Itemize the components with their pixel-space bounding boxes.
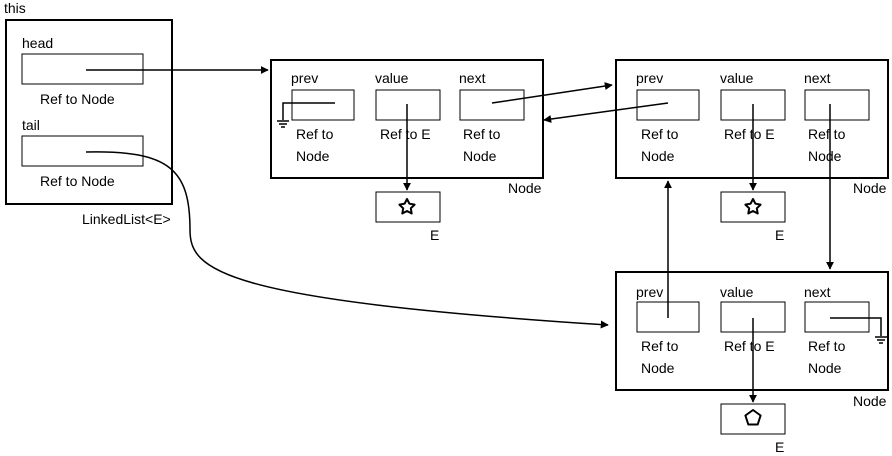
tail-label: tail	[22, 117, 40, 133]
node-3-next-label: next	[804, 284, 831, 300]
node-2-prev-ref-line1: Ref to	[641, 126, 679, 142]
node-2-next-ref-line1: Ref to	[808, 126, 846, 142]
node-2-prev-label: prev	[636, 70, 663, 86]
node-3-element-type: E	[775, 439, 784, 455]
node-3-value-label: value	[720, 284, 754, 300]
tail-field	[21, 135, 144, 167]
node-3-prev-ref-line1: Ref to	[641, 338, 679, 354]
linkedlist-type-label: LinkedList<E>	[82, 211, 171, 227]
node-3-next-ref-line1: Ref to	[808, 338, 846, 354]
node-3-next-ref-line2: Node	[808, 360, 842, 376]
node-1-prev-field	[291, 89, 355, 121]
node-1-value-field	[375, 89, 441, 121]
tail-ref-label: Ref to Node	[40, 173, 115, 189]
node1-prev-null-line	[282, 102, 335, 120]
node-2-next-label: next	[804, 70, 831, 86]
node-3-prev-ref-line2: Node	[641, 360, 675, 376]
node-2-prev-ref-line2: Node	[641, 148, 675, 164]
node-1-prev-ref-line2: Node	[296, 148, 330, 164]
node-2-prev-field	[636, 89, 700, 121]
node-3-type-label: Node	[853, 393, 887, 409]
node-3-value-ref: Ref to E	[724, 338, 775, 354]
tail-to-node3-arrow	[85, 151, 609, 329]
node-3-prev-label: prev	[636, 284, 663, 300]
node2-prev-arrow	[543, 102, 669, 123]
head-field	[21, 53, 144, 85]
head-ref-label: Ref to Node	[40, 91, 115, 107]
node-1-prev-ref-line1: Ref to	[296, 126, 334, 142]
this-label: this	[4, 0, 26, 16]
node-1-next-ref-line2: Node	[463, 148, 497, 164]
node1-next-arrow	[491, 82, 613, 104]
node-1-next-label: next	[459, 70, 486, 86]
node-1-element-type: E	[430, 227, 439, 243]
pentagon-icon	[744, 409, 762, 426]
node-2-next-field	[804, 89, 870, 121]
star-icon	[744, 198, 762, 215]
node3-next-null-line	[830, 317, 882, 336]
node-1-type-label: Node	[508, 180, 542, 196]
node-2-value-ref: Ref to E	[724, 126, 775, 142]
node-1-value-ref: Ref to E	[380, 126, 431, 142]
linkedlist-box	[5, 19, 173, 205]
node-1-value-label: value	[375, 70, 409, 86]
node-1-next-field	[459, 89, 525, 121]
star-icon	[398, 198, 416, 215]
node-2-next-ref-line2: Node	[808, 148, 842, 164]
node-2-value-label: value	[720, 70, 754, 86]
node-2-type-label: Node	[853, 180, 887, 196]
node-1-prev-label: prev	[291, 70, 318, 86]
node-3-next-field	[804, 301, 870, 333]
node-1-next-ref-line1: Ref to	[463, 126, 501, 142]
node-2-element-type: E	[775, 227, 784, 243]
node-1-element-box	[375, 191, 441, 223]
node-3-element-box	[720, 403, 786, 435]
head-label: head	[22, 35, 53, 51]
node-2-element-box	[720, 191, 786, 223]
